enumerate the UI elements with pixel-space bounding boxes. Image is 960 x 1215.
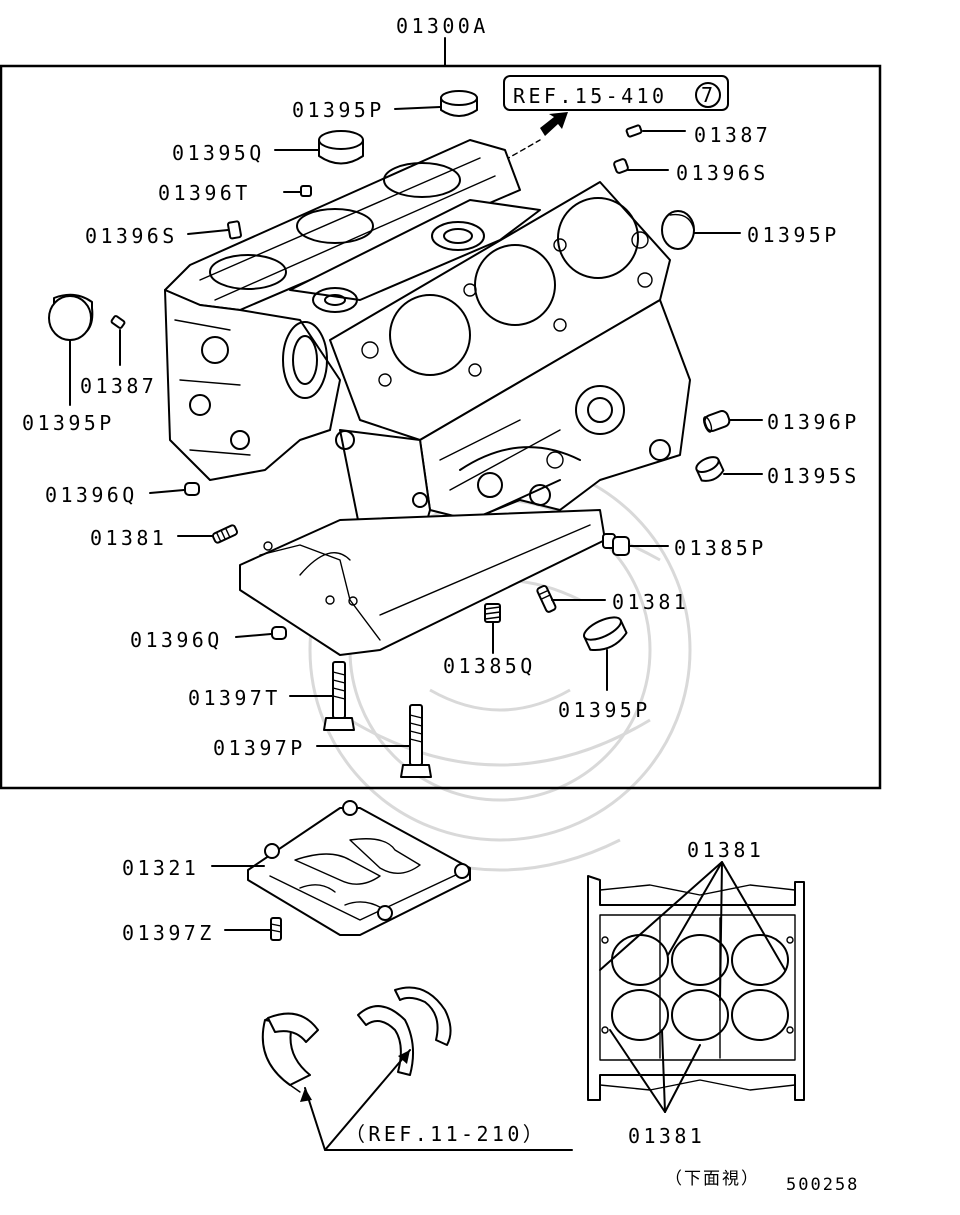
callout-01395p-left: 01395P [22, 411, 115, 435]
callout-01396s-left: 01396S [85, 224, 178, 248]
callout-01396t: 01396T [158, 181, 251, 205]
assembly-label: 01300A [396, 14, 489, 38]
ref-bottom-label: （REF.11-210） [345, 1122, 546, 1146]
bolt-01397p [400, 704, 432, 778]
jet-01381-right [536, 584, 557, 613]
callout-01395q: 01395Q [172, 141, 265, 165]
block-bottom-view-inset [587, 875, 805, 1101]
callout-01381-inset-top: 01381 [687, 838, 764, 862]
callout-01396p: 01396P [767, 410, 860, 434]
callout-01387-left: 01387 [80, 374, 157, 398]
direction-arrow-icon [540, 112, 568, 136]
plug-01395p-top [440, 90, 478, 117]
callout-01381-inset-bottom: 01381 [628, 1124, 705, 1148]
ref-top-circled-number: 7 [701, 83, 716, 107]
plug-01385p [602, 533, 630, 556]
main-bearing-shells [261, 986, 452, 1093]
callout-01385p: 01385P [674, 536, 767, 560]
plug-01395p-left [48, 293, 94, 341]
plug-01395s [695, 456, 725, 482]
callout-01395p-bottom: 01395P [558, 698, 651, 722]
callout-01387-right: 01387 [694, 123, 771, 147]
spring-01385q [484, 603, 501, 623]
pin-01387-left [110, 315, 126, 329]
callout-01396q-upper: 01396Q [45, 483, 138, 507]
callout-01321: 01321 [122, 856, 199, 880]
dowel-01396p [702, 410, 731, 433]
callout-01397t: 01397T [188, 686, 281, 710]
callout-01381-left: 01381 [90, 526, 167, 550]
callout-01385q: 01385Q [443, 654, 536, 678]
dowel-01396t [300, 185, 312, 197]
ref-top-label: REF.15-410 [513, 84, 667, 108]
plug-01395p-bottom [583, 616, 628, 651]
assembly-frame [0, 64, 882, 790]
callout-01397z: 01397Z [122, 921, 215, 945]
callout-01395p-top: 01395P [292, 98, 385, 122]
callout-01395s: 01395S [767, 464, 860, 488]
plug-01395q [318, 130, 364, 165]
callout-01396s-right: 01396S [676, 161, 769, 185]
cylinder-block [164, 139, 691, 656]
bolt-01397z [270, 917, 282, 941]
ladder-plate-01321 [247, 800, 471, 936]
callout-01395p-right: 01395P [747, 223, 840, 247]
dowel-01396s-right [613, 158, 629, 174]
dowel-01396q-lower [271, 626, 287, 640]
view-note: （下面視） [665, 1169, 760, 1189]
jet-01381-left [211, 524, 239, 544]
diagram-number: 500258 [786, 1175, 859, 1195]
dowel-01396q-upper [184, 482, 200, 496]
pin-01387-right [625, 124, 643, 138]
plug-01395p-right [661, 210, 695, 250]
bolt-01397t [323, 661, 355, 731]
callout-01396q-lower: 01396Q [130, 628, 223, 652]
dowel-01396s-left [227, 220, 242, 240]
callout-01397p: 01397P [213, 736, 306, 760]
ref-box-top: REF.15-410 7 [503, 75, 729, 161]
callout-01381-right: 01381 [612, 590, 689, 614]
